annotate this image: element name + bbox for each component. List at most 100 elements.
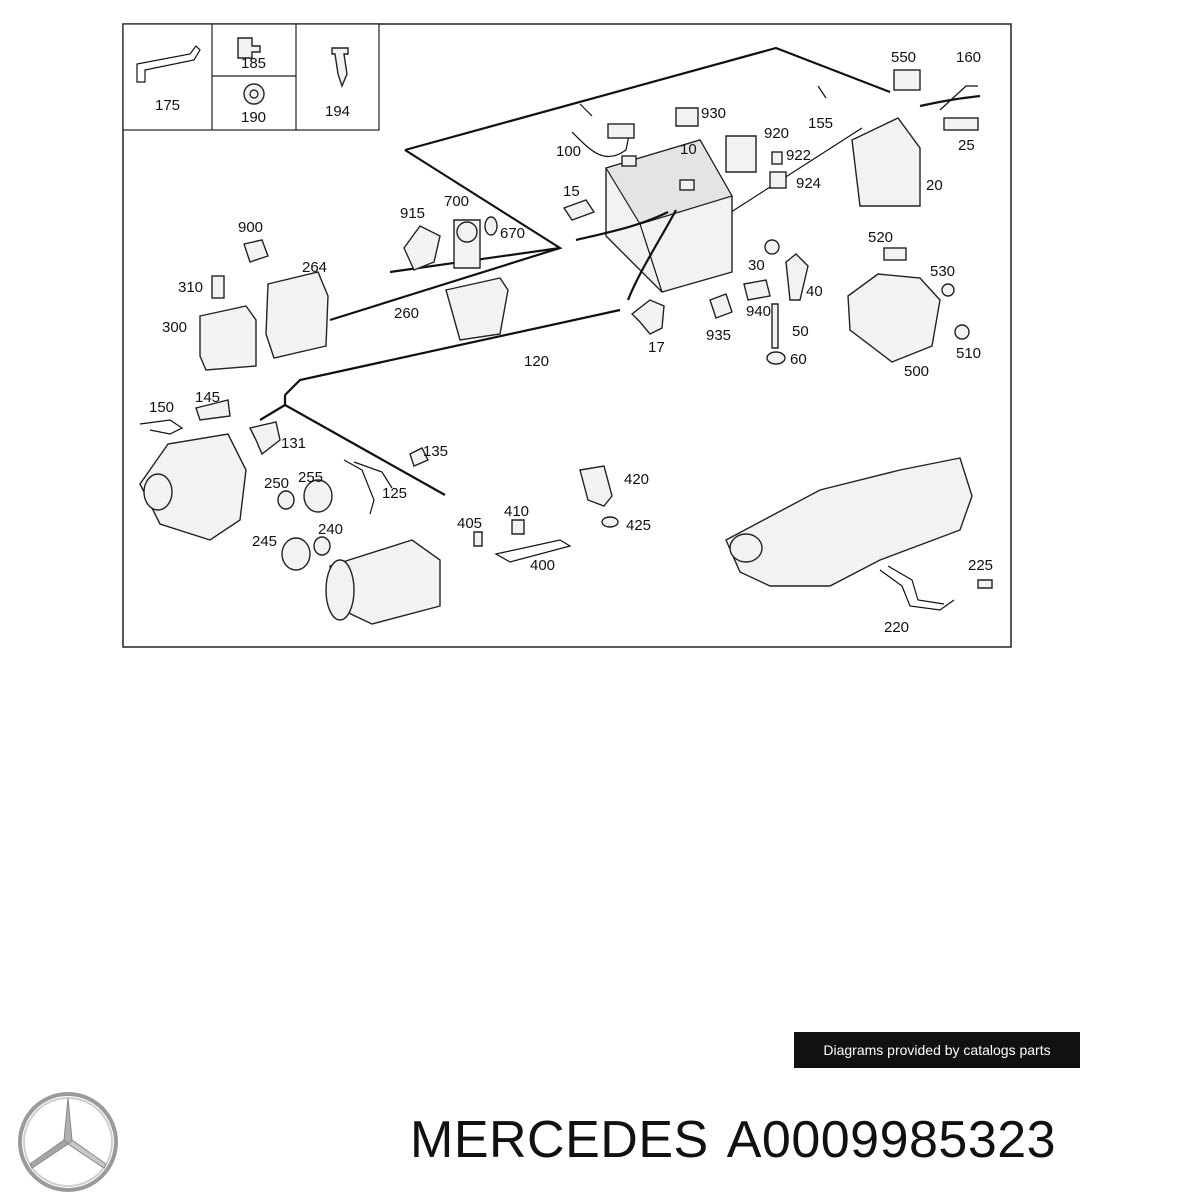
part-label: 20 — [926, 177, 943, 194]
part-label: 255 — [298, 469, 323, 486]
part-label: 60 — [790, 351, 807, 368]
connector-part — [943, 117, 979, 131]
part-label: 40 — [806, 283, 823, 300]
fuse-310-part — [211, 275, 225, 299]
part-label: 260 — [394, 305, 419, 322]
part-label: 550 — [891, 49, 916, 66]
parts-diagram: 175 185 190 194 550 160 930 155 920 922 … — [122, 23, 1012, 648]
clip-922-part — [771, 151, 783, 165]
part-label: 425 — [626, 517, 651, 534]
part-label: 17 — [648, 339, 665, 356]
part-label: 530 — [930, 263, 955, 280]
nut-250-part — [277, 490, 295, 510]
nut-30-part — [764, 239, 780, 255]
part-label: 310 — [178, 279, 203, 296]
part-label: 520 — [868, 229, 893, 246]
part-label: 900 — [238, 219, 263, 236]
cap-520-part — [883, 247, 907, 261]
fuse-box-part — [265, 271, 329, 359]
cover-900-part — [243, 239, 269, 263]
bracket-940-part — [743, 279, 771, 301]
part-label: 420 — [624, 471, 649, 488]
part-label: 670 — [500, 225, 525, 242]
part-label: 194 — [325, 103, 350, 120]
cable-125-part — [343, 459, 393, 515]
bracket-145-part — [195, 399, 231, 421]
mercedes-star-logo — [16, 1090, 120, 1194]
credit-text: Diagrams provided by catalogs parts — [823, 1042, 1051, 1058]
part-label: 240 — [318, 521, 343, 538]
part-label: 700 — [444, 193, 469, 210]
part-label: 10 — [680, 141, 697, 158]
part-label: 405 — [457, 515, 482, 532]
battery-tray-part — [851, 117, 921, 207]
part-label: 185 — [241, 55, 266, 72]
part-label: 150 — [149, 399, 174, 416]
part-label: 145 — [195, 389, 220, 406]
part-label: 220 — [884, 619, 909, 636]
holder-131-part — [248, 421, 281, 456]
part-label: 924 — [796, 175, 821, 192]
cap-245-part — [281, 537, 311, 571]
bolt-225-part — [977, 579, 993, 589]
nut-510-part — [954, 324, 970, 340]
part-label: 920 — [764, 125, 789, 142]
part-label: 922 — [786, 147, 811, 164]
fastener-inset-table — [122, 23, 380, 131]
hose-50-part — [771, 303, 779, 349]
sensor-915-part — [403, 225, 441, 271]
part-label: 264 — [302, 259, 327, 276]
clip-135-part — [409, 447, 429, 467]
strap-400-part — [494, 539, 572, 563]
elbow-40-part — [785, 253, 809, 301]
part-labels: 175 185 190 194 550 160 930 155 920 922 … — [149, 49, 993, 636]
part-label: 30 — [748, 257, 765, 274]
part-label: 930 — [701, 105, 726, 122]
relay-part — [893, 69, 921, 91]
mount-500-part — [847, 273, 941, 363]
part-label: 410 — [504, 503, 529, 520]
credit-badge: Diagrams provided by catalogs parts — [794, 1032, 1080, 1068]
part-label: 300 — [162, 319, 187, 336]
alternator-part — [139, 433, 247, 541]
transmission-part — [725, 457, 973, 587]
battery-part — [571, 123, 733, 301]
part-label: 940 — [746, 303, 771, 320]
bracket-420-part — [579, 465, 613, 507]
control-unit-part — [445, 277, 509, 341]
cap-255-part — [303, 479, 333, 513]
cable-220-part — [879, 565, 955, 611]
clip-935-part — [709, 293, 733, 319]
part-label: 25 — [958, 137, 975, 154]
part-label: 915 — [400, 205, 425, 222]
nut-240-part — [313, 536, 331, 556]
relay-box-300-part — [199, 305, 257, 371]
nut-530-part — [941, 283, 955, 297]
part-label: 100 — [556, 143, 581, 160]
part-label: 400 — [530, 557, 555, 574]
part-label: 125 — [382, 485, 407, 502]
part-label: 131 — [281, 435, 306, 452]
part-label: 50 — [792, 323, 809, 340]
clip-924-part — [769, 171, 787, 189]
part-label: 500 — [904, 363, 929, 380]
clip-930-part — [675, 107, 699, 127]
part-label: 135 — [423, 443, 448, 460]
grommet-670-part — [484, 216, 498, 236]
label-plate-part — [562, 199, 596, 221]
bracket-920-part — [725, 135, 757, 173]
part-label: 245 — [252, 533, 277, 550]
part-label: 155 — [808, 115, 833, 132]
part-label: 935 — [706, 327, 731, 344]
bolt-410-part — [511, 519, 525, 535]
part-label: 120 — [524, 353, 549, 370]
part-label: 175 — [155, 97, 180, 114]
part-label: 250 — [264, 475, 289, 492]
wiring-harness — [259, 46, 981, 496]
part-label: 225 — [968, 557, 993, 574]
part-number: A0009985323 — [726, 1111, 1057, 1169]
part-label: 15 — [563, 183, 580, 200]
terminal-17-part — [630, 299, 665, 335]
clip-405-part — [473, 531, 483, 547]
